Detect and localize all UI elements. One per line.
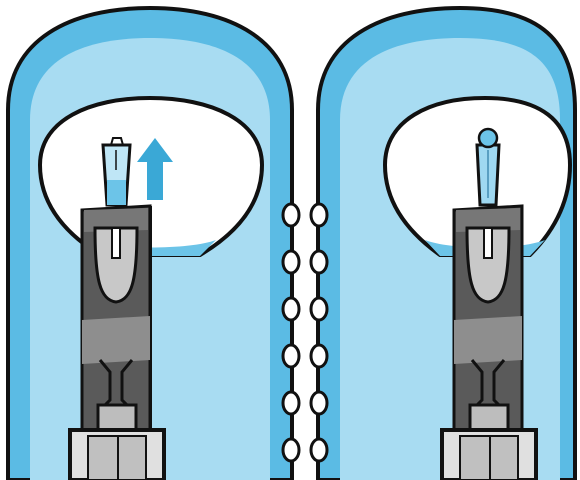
perforation-hole — [309, 249, 329, 275]
left-needle-cap — [101, 137, 132, 207]
perforation-hole — [309, 296, 329, 322]
left-panel — [6, 5, 294, 480]
perforation-hole — [281, 249, 301, 275]
perforation-hole — [309, 343, 329, 369]
droplet-icon — [477, 127, 499, 149]
perforation-hole — [309, 437, 329, 463]
right-panel — [316, 5, 577, 480]
right-needle-cap — [475, 143, 501, 207]
perforation-holes — [281, 202, 329, 463]
perforation-hole — [281, 296, 301, 322]
up-arrow-icon — [137, 138, 173, 200]
perforation-hole — [281, 437, 301, 463]
perforation-hole — [281, 202, 301, 228]
right-device — [440, 204, 538, 480]
left-device — [68, 204, 166, 480]
perforation-hole — [281, 343, 301, 369]
perforation-hole — [309, 390, 329, 416]
perforation-hole — [281, 390, 301, 416]
perforation-hole — [309, 202, 329, 228]
